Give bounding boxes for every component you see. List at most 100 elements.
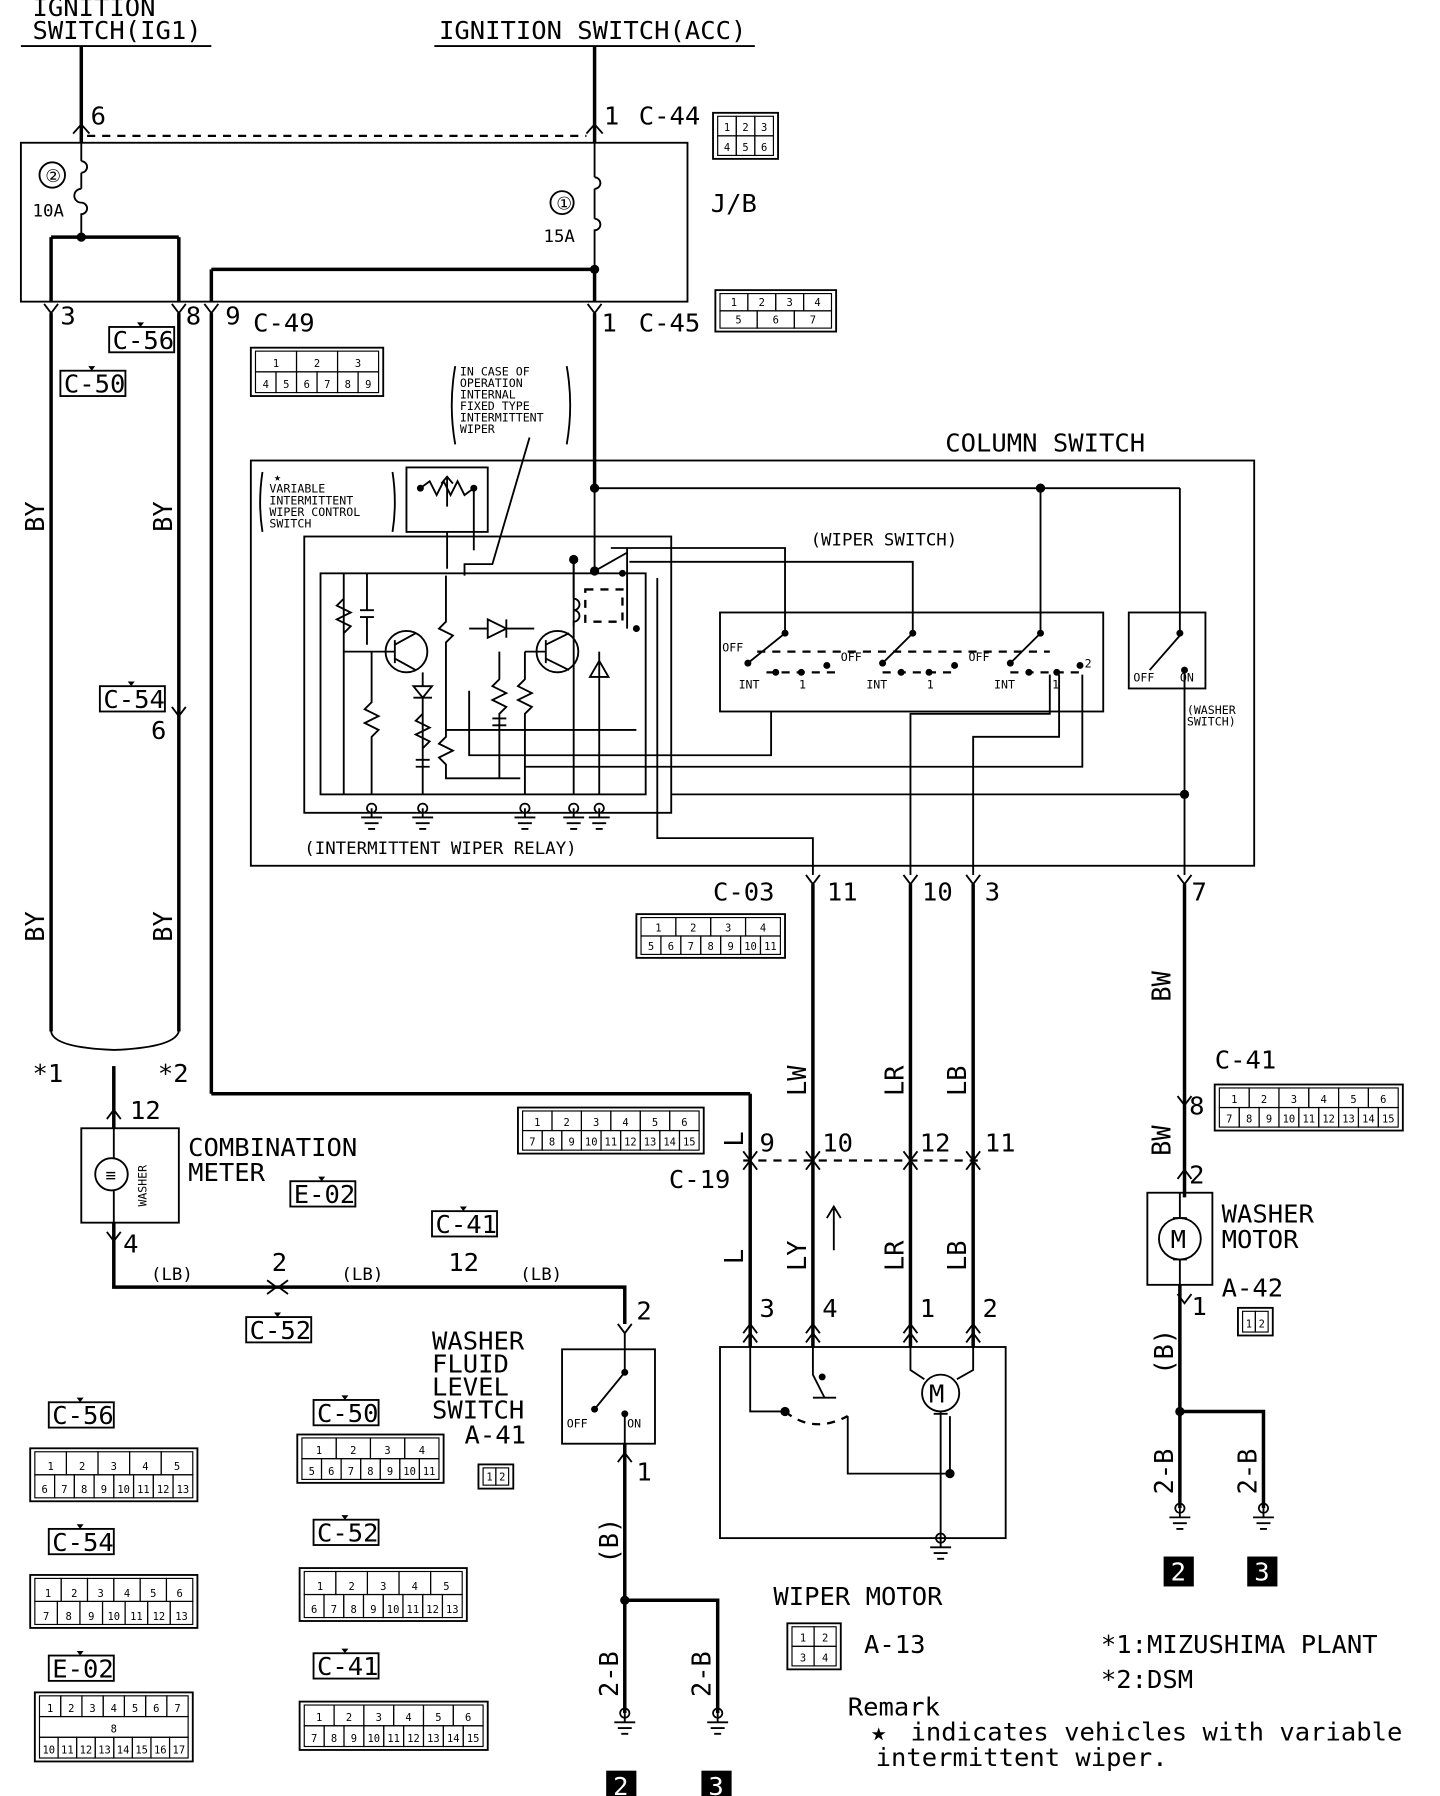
pin-number: 12 — [624, 1137, 637, 1149]
incase-line2: OPERATION — [460, 376, 523, 390]
ws-int-3: INT — [994, 678, 1015, 692]
combo-meter-label2: METER — [188, 1157, 266, 1187]
pin-4-cm: 4 — [123, 1229, 138, 1259]
pin-number: 7 — [43, 1611, 49, 1623]
note-mizushima: *1:MIZUSHIMA PLANT — [1101, 1629, 1378, 1659]
pin-number: 6 — [761, 142, 767, 154]
legend-c41: C-41 — [312, 1648, 380, 1681]
pin-number: 2 — [68, 1703, 74, 1715]
pin-number: 3 — [761, 122, 767, 134]
pin-1-motor: 1 — [920, 1293, 935, 1323]
ground-symbols-right — [1169, 1502, 1274, 1530]
note-star2-tag: *2 — [158, 1058, 189, 1088]
e02face-frame — [33, 1691, 194, 1763]
remark-line1: indicates vehicles with variable — [910, 1717, 1402, 1747]
pin-number: 13 — [644, 1137, 657, 1149]
pin-1-washer-motor: 1 — [1191, 1291, 1206, 1321]
washer-motor: M WASHER MOTOR A-42 — [1146, 1191, 1315, 1302]
pin-number: 6 — [681, 1117, 687, 1129]
pin-number: 12 — [426, 1604, 439, 1616]
pin-number: 14 — [447, 1733, 460, 1745]
pin-number: 9 — [370, 1604, 376, 1616]
pin-number: 2 — [822, 1633, 828, 1645]
ws-off-1: OFF — [722, 641, 743, 655]
pin-number: 14 — [1362, 1114, 1375, 1126]
pin-number: 12 — [407, 1733, 420, 1745]
legend-c56: C-56 — [47, 1397, 115, 1430]
header-acc-text: IGNITION SWITCH(ACC) — [439, 15, 746, 45]
pin-number: 9 — [568, 1137, 574, 1149]
incase-line1: IN CASE OF — [460, 364, 530, 378]
pin-number: 1 — [655, 922, 661, 934]
washer-sw-on: ON — [1180, 671, 1194, 685]
pin-number: 5 — [652, 1117, 658, 1129]
pin-cell — [418, 1458, 440, 1480]
pin-number: 1 — [800, 1633, 806, 1645]
ws-one-2: 1 — [927, 678, 934, 692]
jb-label: J/B — [711, 188, 757, 218]
wiper-switch-label: (WIPER SWITCH) — [811, 531, 958, 551]
pin-number: 13 — [175, 1611, 188, 1623]
pin-number: 1 — [724, 122, 730, 134]
pin-number: 3 — [725, 922, 731, 934]
pin-cell — [169, 1600, 194, 1626]
legend-c52-label: C-52 — [317, 1518, 378, 1548]
pin-number: 3 — [111, 1461, 117, 1473]
connector-c45-label: C-45 — [639, 308, 700, 338]
pin-number: 1 — [731, 297, 737, 309]
pin-cell — [1254, 1310, 1269, 1333]
legend-c41-label: C-41 — [317, 1651, 378, 1681]
ground-symbol — [412, 808, 434, 830]
pin-cell — [168, 1736, 189, 1759]
pin-9-jb: 9 — [225, 301, 240, 331]
wire-lb-3: (LB) — [520, 1265, 562, 1285]
washer-fluid-label4: SWITCH — [432, 1394, 524, 1424]
wire-bw-top: BW — [1146, 970, 1176, 1001]
pin-number: 3 — [380, 1581, 386, 1593]
pin-number: 5 — [309, 1466, 315, 1478]
pin-number: 11 — [423, 1466, 436, 1478]
pin-number: 3 — [1291, 1094, 1297, 1106]
pin-9-c19: 9 — [759, 1127, 774, 1157]
c56face-frame — [29, 1447, 199, 1503]
pin-1-c45: 1 — [602, 308, 617, 338]
variable-star: ★ — [274, 470, 281, 484]
wire-lb-2: (LB) — [341, 1265, 383, 1285]
wiper-motor-label: WIPER MOTOR — [773, 1581, 943, 1611]
pin-cell — [495, 1467, 510, 1486]
pin-10-c03: 10 — [922, 876, 953, 906]
pin-number: 9 — [387, 1466, 393, 1478]
pin-number: 4 — [760, 922, 766, 934]
legend-c50: C-50 — [312, 1395, 380, 1428]
variable-line4: SWITCH — [269, 516, 311, 530]
wire-lb-bot: LB — [942, 1241, 972, 1271]
pin-number: 13 — [1342, 1114, 1355, 1126]
ground-symbol — [514, 808, 536, 830]
combination-meter: ≡ WASHER COMBINATION METER — [80, 1127, 357, 1224]
ws-one-3: 1 — [1052, 678, 1059, 692]
pin-number: 5 — [435, 1712, 441, 1724]
pin-number: 8 — [367, 1466, 373, 1478]
ws-off-2: OFF — [841, 650, 862, 664]
ground-2-right-label: 2 — [1171, 1557, 1186, 1587]
pin-number: 11 — [1302, 1114, 1315, 1126]
pin-12-lb: 12 — [448, 1247, 479, 1277]
column-switch-label: COLUMN SWITCH — [945, 427, 1145, 457]
pin-number: 11 — [387, 1733, 400, 1745]
wire-by-4: BY — [148, 911, 178, 941]
column-switch: COLUMN SWITCH ★ VARIABLE INTERMITTENT WI… — [249, 364, 1256, 875]
wire-l-top: L — [719, 1131, 749, 1146]
washer-indicator-symbol: ≡ — [106, 1166, 116, 1186]
pin-number: 2 — [742, 122, 748, 134]
pin-number: 11 — [137, 1484, 150, 1496]
pin-number: 10 — [108, 1611, 121, 1623]
remark-star: ★ — [871, 1717, 886, 1747]
variable-line3: WIPER CONTROL — [269, 505, 360, 519]
pin-number: 8 — [350, 1604, 356, 1616]
pin-number: 7 — [688, 941, 694, 953]
